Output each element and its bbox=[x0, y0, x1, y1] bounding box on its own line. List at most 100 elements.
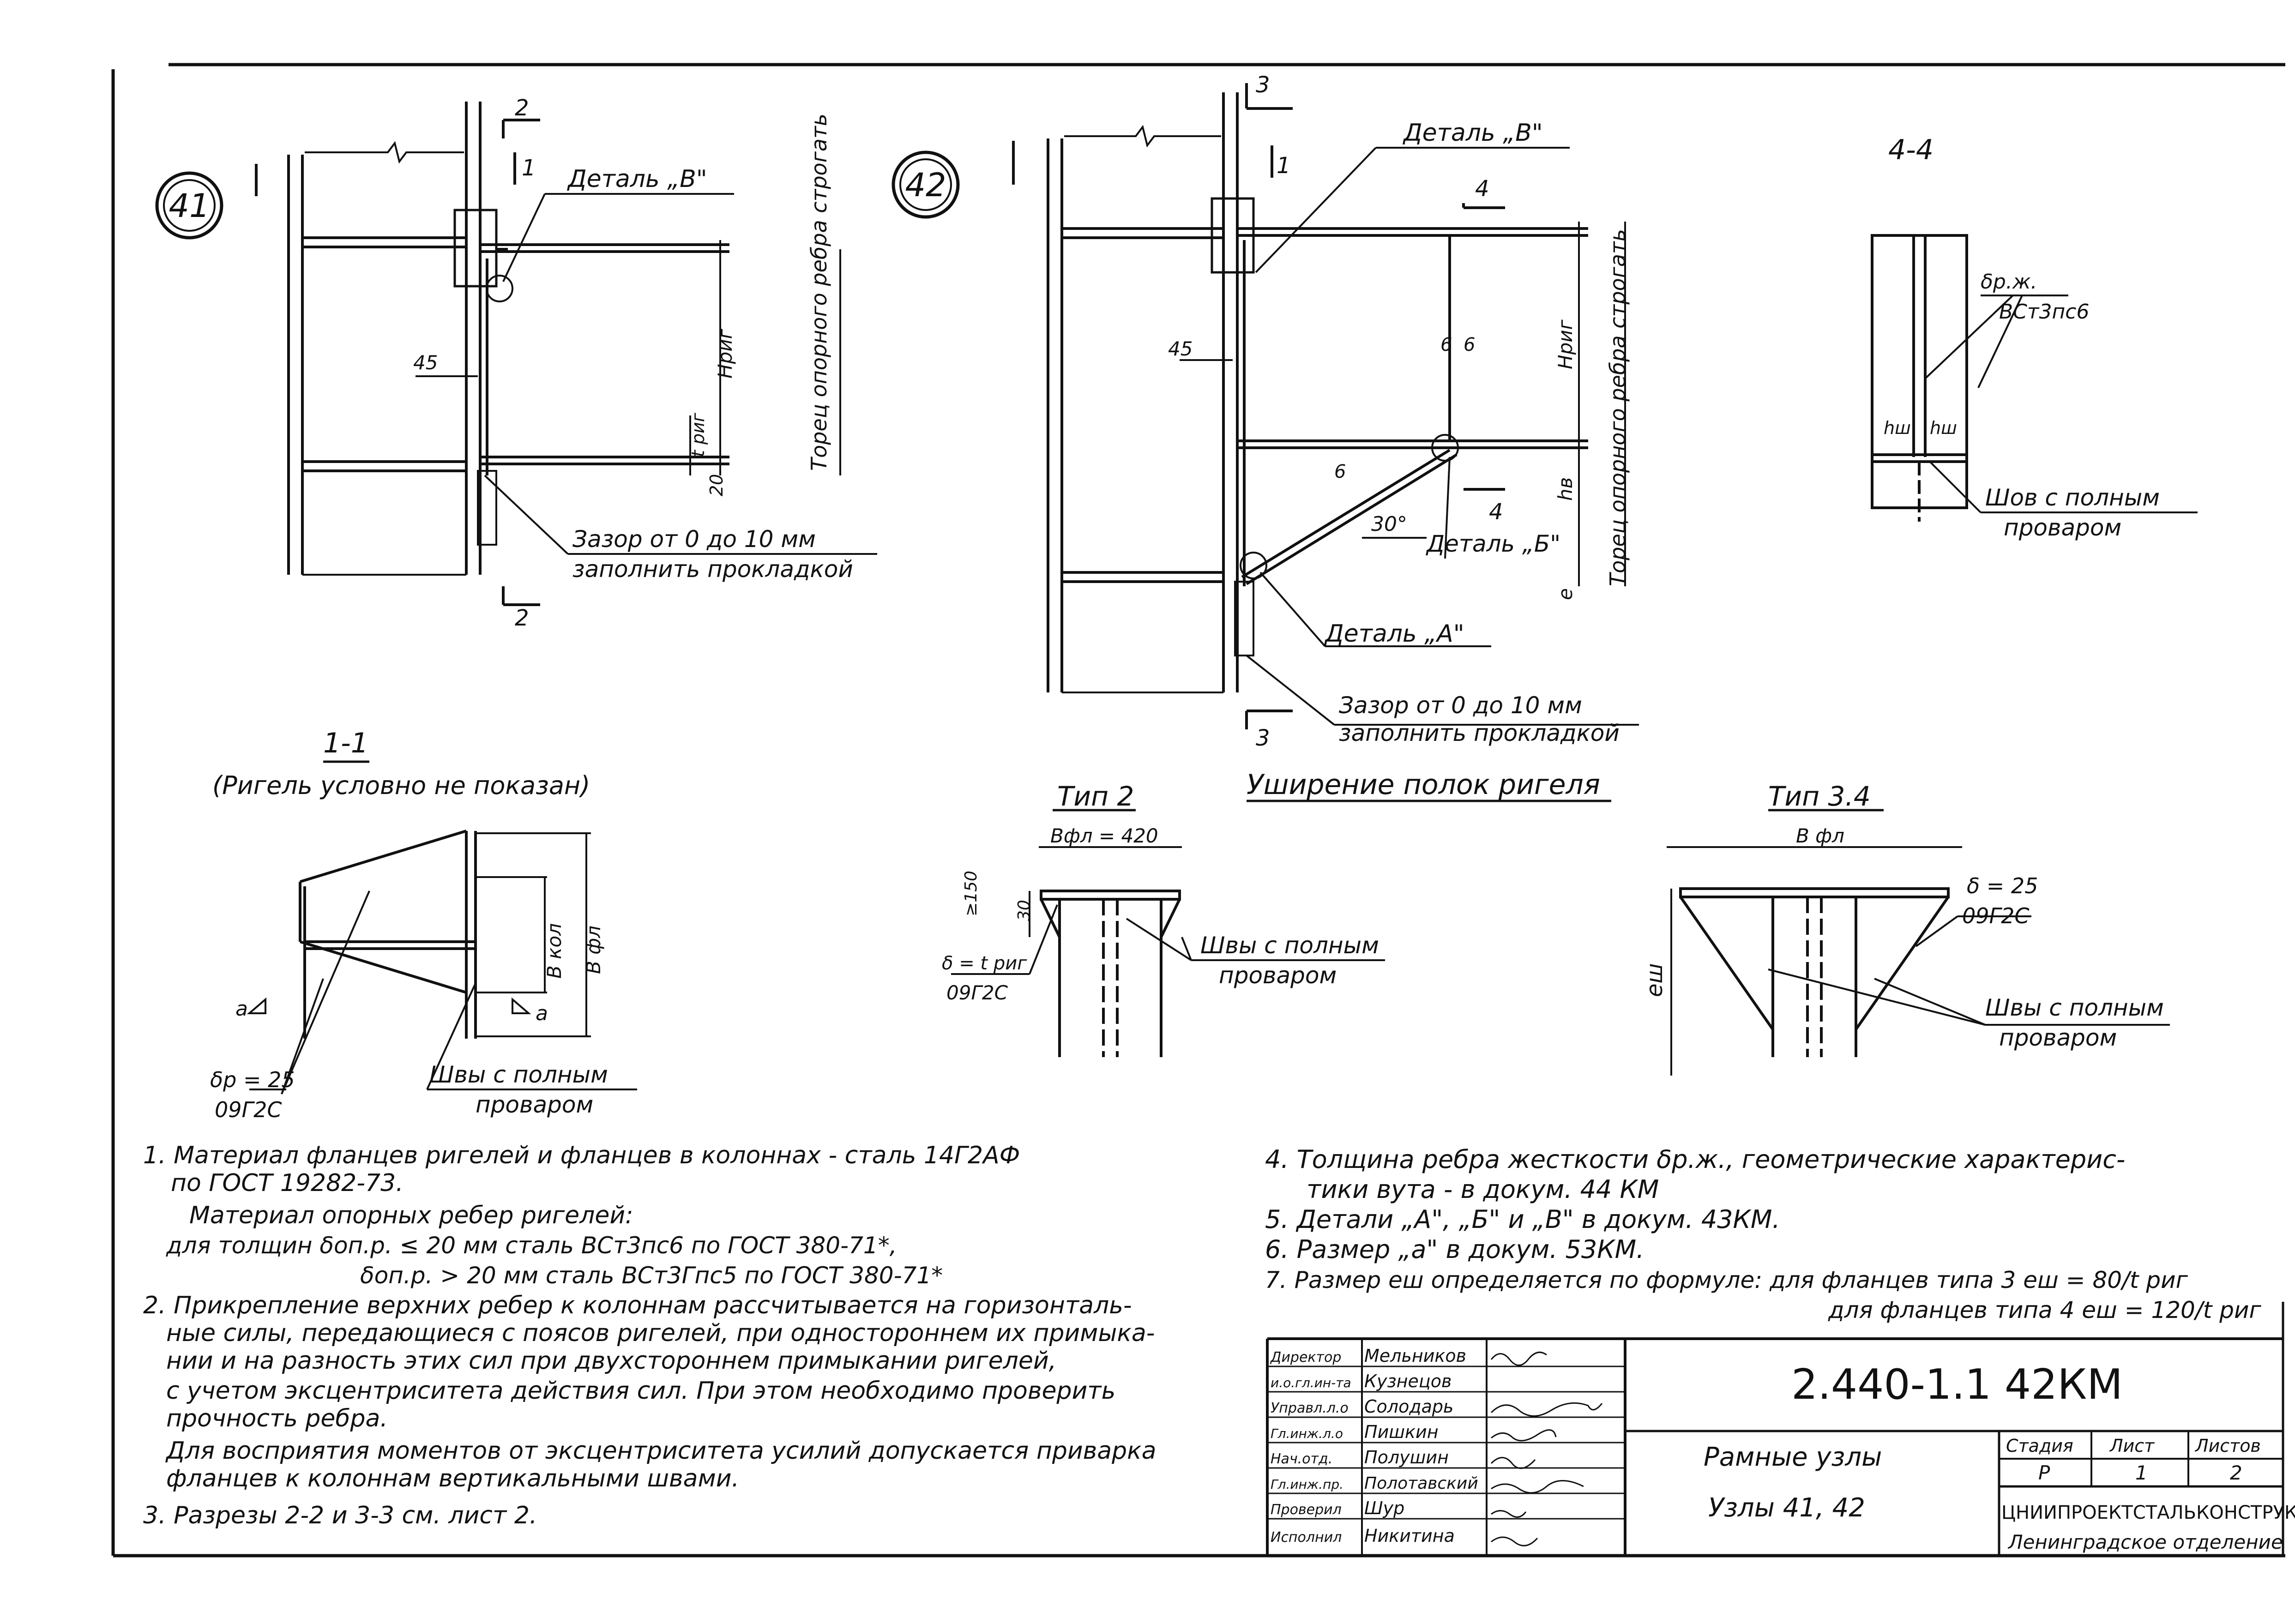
section-1-1-weld-note: Швы с полным bbox=[429, 1061, 608, 1088]
note-right-line: тики вута - в докум. 44 КМ bbox=[1307, 1175, 1659, 1204]
type-3-4-e-sh: еш bbox=[1642, 963, 1668, 997]
node-41-gap-note-2: заполнить прокладкой bbox=[572, 556, 853, 583]
node-42-detail-b: Деталь „Б" bbox=[1426, 530, 1560, 557]
node-42-section-4b: 4 bbox=[1489, 499, 1503, 525]
organization: ЦНИИПРОЕКТСТАЛЬКОНСТРУКЦИЯ bbox=[2001, 1502, 2295, 1523]
node-42-weld-6a: 6 bbox=[1440, 334, 1452, 355]
signer-name: Никитина bbox=[1364, 1526, 1455, 1546]
node-41-t-rig: t риг bbox=[688, 412, 708, 457]
document-number: 2.440-1.1 42КМ bbox=[1791, 1360, 2123, 1409]
department: Ленинградское отделение bbox=[2007, 1531, 2283, 1553]
type-2-title: Тип 2 bbox=[1057, 781, 1134, 812]
type-2-dim-150: ≥150 bbox=[962, 871, 981, 916]
node-42-drawing bbox=[891, 83, 1639, 729]
sheet-frame bbox=[111, 63, 2285, 1558]
note-left-line: Материал опорных ребер ригелей: bbox=[189, 1202, 633, 1229]
node-41-detail-v: Деталь „В" bbox=[567, 165, 707, 193]
section-4-4-label-2: ВСт3пс6 bbox=[1999, 300, 2090, 324]
note-left-line: нии и на разность этих сил при двухсторо… bbox=[166, 1347, 1056, 1375]
section-1-1-b-fl: В фл bbox=[582, 926, 605, 974]
node-42-end-face-note: Торец опорного ребра строгать bbox=[1605, 229, 1630, 586]
node-42-e: е bbox=[1554, 588, 1577, 600]
note-left-line: с учетом эксцентриситета действия сил. П… bbox=[166, 1377, 1115, 1405]
note-right-line: 4. Толщина ребра жесткости δр.ж., геомет… bbox=[1265, 1145, 2125, 1174]
note-left-line: Для восприятия моментов от эксцентрисите… bbox=[165, 1437, 1156, 1465]
section-1-1-plate: δр = 25 bbox=[210, 1067, 295, 1092]
type-2-labels: Тип 2 Вфл = 420 ≥150 30 δ = t риг 09Г2С … bbox=[942, 781, 1379, 1004]
type-3-4-plate-2: 09Г2С bbox=[1962, 903, 2030, 928]
notes-right: 4. Толщина ребра жесткости δр.ж., геомет… bbox=[1265, 1145, 2261, 1323]
signer-role: Управл.л.о bbox=[1271, 1400, 1349, 1416]
node-41-drawing bbox=[155, 102, 877, 606]
signer-role: Директор bbox=[1270, 1349, 1341, 1365]
type-3-4-labels: Тип 3.4 В фл еш δ = 25 09Г2С Швы с полны… bbox=[1642, 781, 2164, 1051]
node-41-h-rig: Нриг bbox=[714, 328, 736, 379]
node-42-detail-a: Деталь „А" bbox=[1324, 620, 1464, 648]
node-42-detail-v: Деталь „В" bbox=[1403, 119, 1543, 147]
node-42-weld-6b: 6 bbox=[1464, 334, 1475, 355]
section-4-4-h-right: hш bbox=[1930, 418, 1957, 438]
sheets-value: 2 bbox=[2230, 1462, 2242, 1484]
note-right-line: 6. Размер „а" в докум. 53КМ. bbox=[1265, 1235, 1644, 1264]
stage-label: Стадия bbox=[2006, 1436, 2073, 1456]
sheets-label: Листов bbox=[2194, 1436, 2261, 1456]
section-4-4-label-1: δр.ж. bbox=[1981, 270, 2037, 294]
node-42-labels: 42 Деталь „В" Деталь „Б" Деталь „А" 45 6… bbox=[905, 72, 1630, 751]
title-block-signatures bbox=[1490, 1351, 1603, 1546]
note-right-line: 5. Детали „А", „Б" и „В" в докум. 43КМ. bbox=[1265, 1205, 1780, 1234]
type-2-plate-2: 09Г2С bbox=[946, 981, 1008, 1004]
signer-role: Нач.отд. bbox=[1271, 1451, 1332, 1467]
note-left-line: по ГОСТ 19282-73. bbox=[171, 1169, 404, 1197]
sheet-value: 1 bbox=[2135, 1462, 2148, 1484]
section-1-1-a-left: а bbox=[235, 997, 248, 1021]
title-block-text: 2.440-1.1 42КМ Рамные узлы Узлы 41, 42 С… bbox=[1704, 1360, 2295, 1553]
section-4-4-drawing bbox=[1871, 234, 2198, 522]
node-41-section-2a: 2 bbox=[515, 95, 529, 121]
sheet-label: Лист bbox=[2109, 1436, 2155, 1456]
node-41-number: 41 bbox=[169, 187, 210, 225]
node-42-section-3a: 3 bbox=[1256, 72, 1270, 98]
type-2-dim-30: 30 bbox=[1015, 900, 1034, 921]
note-left-line: δоп.р. > 20 мм сталь ВСт3Гпс5 по ГОСТ 38… bbox=[360, 1262, 943, 1289]
section-1-1-plate-2: 09Г2С bbox=[215, 1097, 282, 1122]
type-2-plate: δ = t риг bbox=[942, 953, 1027, 974]
node-42-section-3b: 3 bbox=[1256, 725, 1270, 751]
section-1-1-labels: 1-1 (Ригель условно не показан) В кол В … bbox=[210, 727, 608, 1122]
signer-role: Исполнил bbox=[1271, 1529, 1342, 1546]
notes-left: 1. Материал фланцев ригелей и фланцев в … bbox=[143, 1142, 1156, 1529]
node-42-gap-note-2: заполнить прокладкой bbox=[1339, 720, 1620, 746]
section-4-4-labels: 4-4 δр.ж. ВСт3пс6 hш hш Шов с полным про… bbox=[1884, 134, 2160, 541]
node-42-h-rig: Нриг bbox=[1554, 319, 1577, 369]
node-42-gap-note: Зазор от 0 до 10 мм bbox=[1339, 692, 1582, 719]
note-left-line: прочность ребра. bbox=[166, 1405, 388, 1432]
node-41-gap-note: Зазор от 0 до 10 мм bbox=[572, 526, 816, 553]
type-2-b-fl: Вфл = 420 bbox=[1050, 824, 1158, 847]
section-4-4-title: 4-4 bbox=[1888, 134, 1934, 166]
type-3-4-weld-note-2: проваром bbox=[1999, 1024, 2117, 1051]
node-42-angle: 30° bbox=[1371, 512, 1407, 536]
note-right-line: 7. Размер еш определяется по формуле: дл… bbox=[1265, 1267, 2188, 1293]
type-3-4-b-fl: В фл bbox=[1796, 824, 1844, 847]
node-42-section-4a: 4 bbox=[1475, 176, 1489, 202]
signer-name: Кузнецов bbox=[1364, 1371, 1452, 1391]
node-42-number: 42 bbox=[905, 166, 946, 204]
signer-role: и.о.гл.ин-та bbox=[1271, 1375, 1351, 1390]
note-left-line: ные силы, передающиеся с поясов ригелей,… bbox=[166, 1319, 1155, 1347]
node-42-section-1: 1 bbox=[1277, 153, 1291, 179]
section-1-1-drawing bbox=[247, 760, 637, 1095]
widening-header: Уширение полок ригеля bbox=[1247, 769, 1611, 802]
note-left-line: фланцев к колоннам вертикальными швами. bbox=[166, 1465, 739, 1492]
node-41-section-1: 1 bbox=[522, 155, 536, 181]
section-1-1-weld-note-2: проваром bbox=[476, 1091, 593, 1118]
section-1-1-b-kol: В кол bbox=[543, 923, 566, 979]
type-2-weld-note-2: проваром bbox=[1219, 962, 1337, 989]
section-4-4-weld-note-2: проваром bbox=[2004, 514, 2121, 541]
type-2-drawing bbox=[951, 809, 1385, 1057]
section-1-1-subtitle: (Ригель условно не показан) bbox=[212, 771, 590, 800]
type-3-4-weld-note: Швы с полным bbox=[1985, 994, 2164, 1021]
node-41-section-2b: 2 bbox=[515, 605, 529, 631]
note-left-line: для толщин δоп.р. ≤ 20 мм сталь ВСт3пс6 … bbox=[166, 1232, 897, 1259]
signer-name: Полушин bbox=[1364, 1447, 1449, 1468]
stage-value: Р bbox=[2038, 1462, 2050, 1484]
